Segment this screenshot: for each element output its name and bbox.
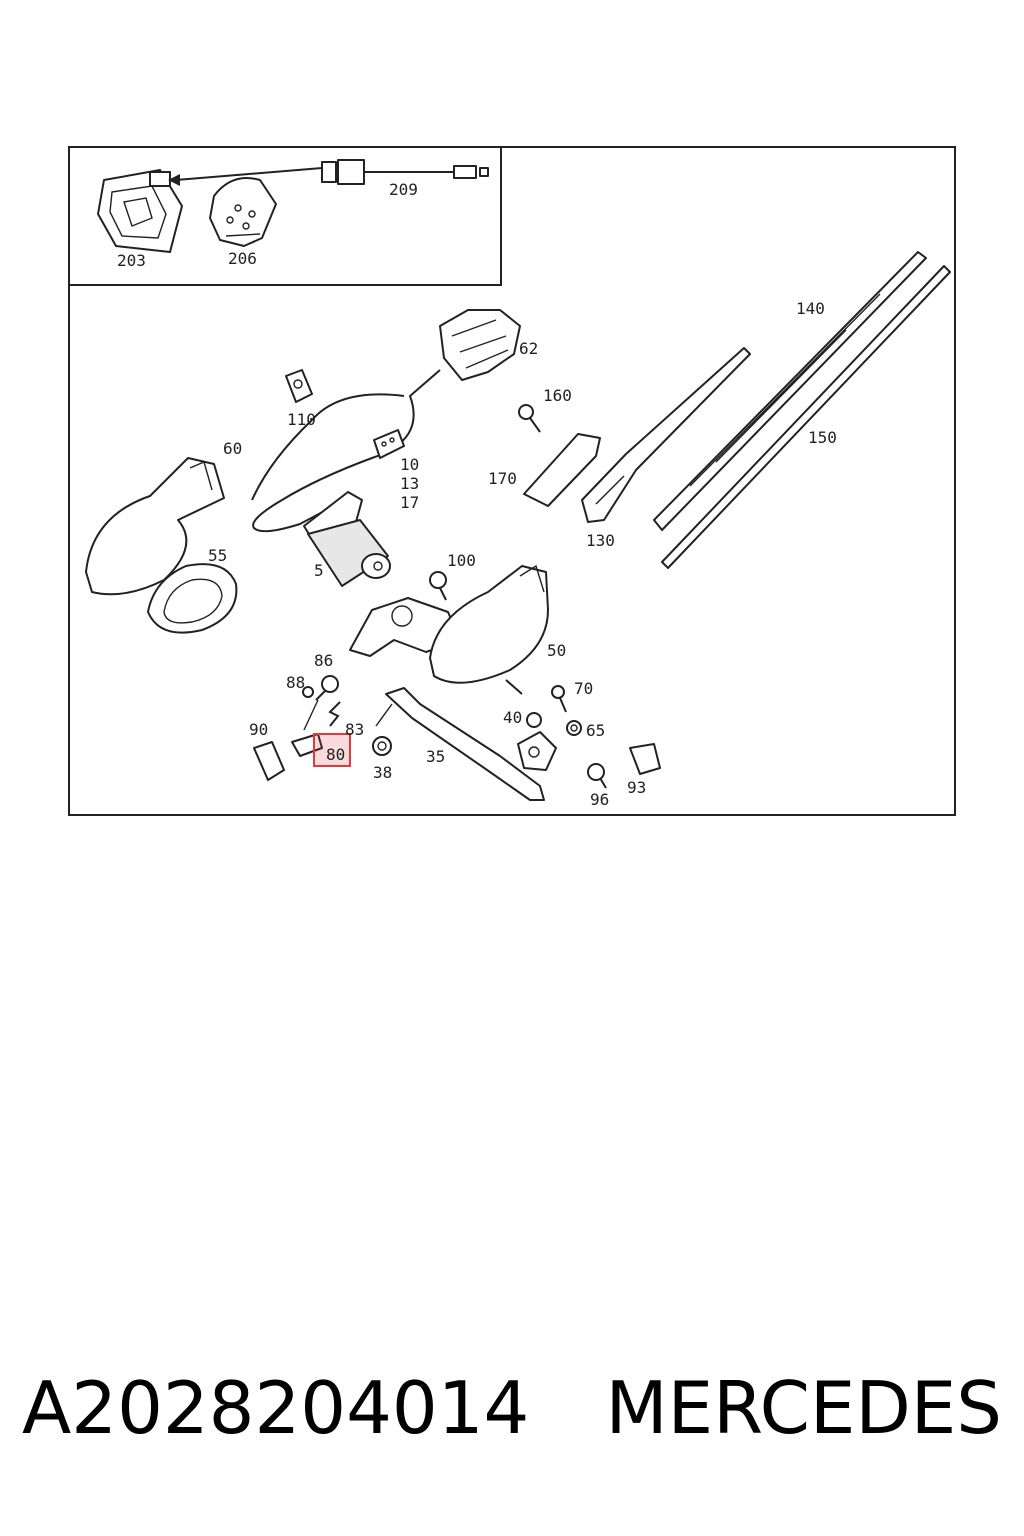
part-96-bolt	[587, 763, 607, 789]
callout-150: 150	[808, 428, 837, 447]
callout-35: 35	[426, 747, 445, 766]
part-206-cover	[209, 177, 277, 247]
callout-140: 140	[796, 299, 825, 318]
callout-60: 60	[223, 439, 242, 458]
callout-206: 206	[228, 249, 257, 268]
part-65-washer	[566, 720, 582, 736]
callout-83: 83	[345, 720, 364, 739]
part-5-wiper-motor	[303, 491, 391, 587]
part-60-cover	[85, 457, 225, 596]
callout-5: 5	[314, 561, 324, 580]
part-90-clip	[253, 741, 285, 781]
callout-10: 10	[400, 455, 419, 474]
part-150-wiper-blade-insert	[661, 265, 951, 569]
part-50-cover	[429, 564, 549, 695]
part-130-wiper-arm	[581, 347, 751, 523]
highlight-box-80	[313, 733, 351, 767]
part-55-cap	[147, 563, 238, 634]
callout-13: 13	[400, 474, 419, 493]
part-170-cover-strip	[523, 433, 601, 507]
part-62-control-module	[439, 309, 521, 381]
inset-frame	[68, 146, 502, 286]
part-209-cable	[321, 159, 489, 185]
callout-90: 90	[249, 720, 268, 739]
part-160-bolt	[518, 404, 541, 433]
caption-bar: A2028204014 MERCEDES	[0, 1372, 1024, 1472]
part-40-nut	[526, 712, 542, 728]
part-88-washer	[302, 686, 314, 698]
part-203-connector-housing	[97, 169, 183, 253]
callout-170: 170	[488, 469, 517, 488]
part-140-wiper-blade	[653, 251, 927, 531]
callout-65: 65	[586, 721, 605, 740]
callout-50: 50	[547, 641, 566, 660]
callout-80: 80	[326, 745, 345, 764]
part-83-spring	[328, 701, 341, 727]
part-86-bolt	[315, 675, 339, 701]
part-110-bracket	[285, 369, 313, 403]
callout-86: 86	[314, 651, 333, 670]
callout-130: 130	[586, 531, 615, 550]
part-100-bolt	[429, 571, 447, 601]
part-38-nut	[372, 736, 392, 756]
callout-110: 110	[287, 410, 316, 429]
callout-62: 62	[519, 339, 538, 358]
callout-17: 17	[400, 493, 419, 512]
callout-55: 55	[208, 546, 227, 565]
callout-38: 38	[373, 763, 392, 782]
linkage-frame	[349, 597, 461, 657]
part-93-bracket	[629, 743, 661, 775]
callout-160: 160	[543, 386, 572, 405]
callout-93: 93	[627, 778, 646, 797]
part-70-stud	[551, 685, 567, 713]
wiring-harness	[252, 369, 441, 533]
brand-name: MERCEDES	[605, 1366, 1002, 1450]
callout-40: 40	[503, 708, 522, 727]
part-35-linkage-rod	[385, 687, 557, 801]
part-10-connector	[373, 429, 405, 459]
callout-203: 203	[117, 251, 146, 270]
part-number: A2028204014	[22, 1366, 530, 1450]
callout-96: 96	[590, 790, 609, 809]
callout-70: 70	[574, 679, 593, 698]
callout-209: 209	[389, 180, 418, 199]
callout-88: 88	[286, 673, 305, 692]
diagram-frame	[68, 146, 956, 816]
arrow-209-to-203	[175, 167, 323, 181]
callout-100: 100	[447, 551, 476, 570]
